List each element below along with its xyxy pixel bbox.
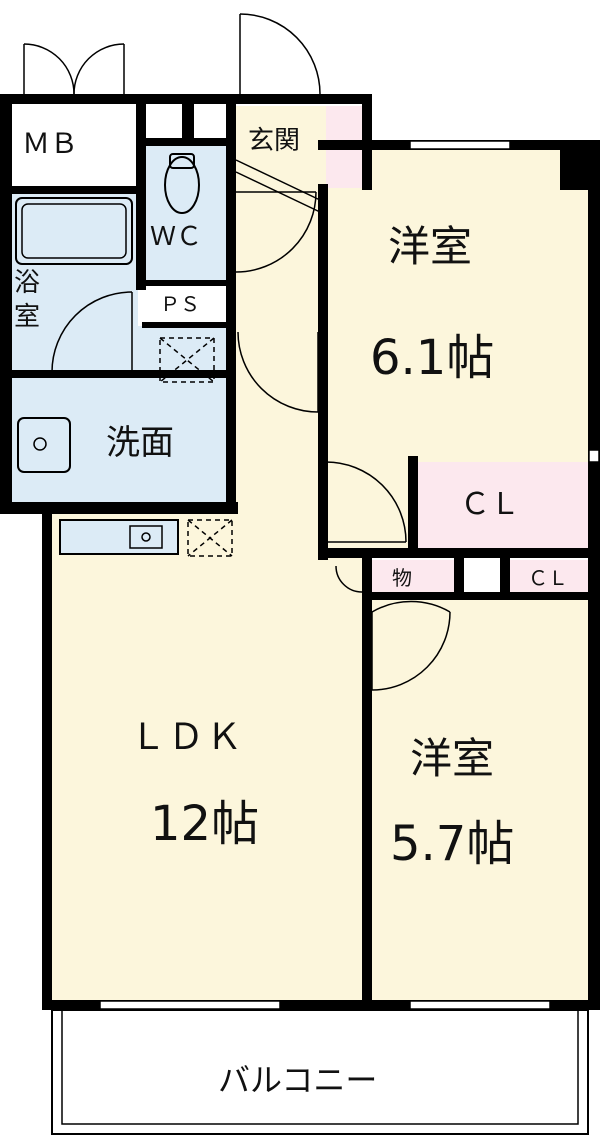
mb-doors <box>23 43 125 95</box>
storage-area <box>368 560 454 595</box>
windows <box>99 140 600 1010</box>
bedroom1-size: 6.1帖 <box>370 330 495 386</box>
closet2-label: ＣＬ <box>528 566 568 590</box>
entrance-area <box>236 106 326 188</box>
entrance-label: 玄関 <box>248 126 301 156</box>
washroom-label: 洗面 <box>106 423 174 463</box>
storage-label: 物 <box>392 566 412 590</box>
ps-area <box>144 286 230 326</box>
closet1-label: ＣＬ <box>460 487 520 522</box>
bath-label-top: 浴 <box>14 268 41 298</box>
balcony-label: バルコニー <box>218 1061 378 1099</box>
bedroom2-name: 洋室 <box>410 734 495 783</box>
bedroom1-name: 洋室 <box>388 222 473 271</box>
ldk-size: 12帖 <box>150 796 260 852</box>
closet1-area <box>415 462 594 550</box>
wc-area <box>144 146 230 280</box>
bath-label-bottom: 室 <box>14 302 41 332</box>
ldk-room <box>50 512 365 1005</box>
bathtub <box>15 197 133 265</box>
mb-area <box>10 102 138 186</box>
entrance-door <box>239 13 321 95</box>
wc-label: ＷＣ <box>150 222 203 252</box>
ps-label: ＰＳ <box>160 292 200 316</box>
bedroom2-size: 5.7帖 <box>390 816 515 872</box>
closet2-area <box>508 560 594 595</box>
kitchen-counter <box>59 519 179 555</box>
wash-basin <box>17 417 71 473</box>
bedroom2-room <box>368 595 594 1005</box>
mb-label: ＭＢ <box>22 127 79 160</box>
walls <box>0 94 600 1010</box>
balcony-area <box>51 1009 589 1135</box>
toilet <box>164 156 200 214</box>
ldk-name: ＬＤＫ <box>130 717 245 758</box>
washroom-area <box>10 326 230 506</box>
hallway <box>230 150 320 512</box>
